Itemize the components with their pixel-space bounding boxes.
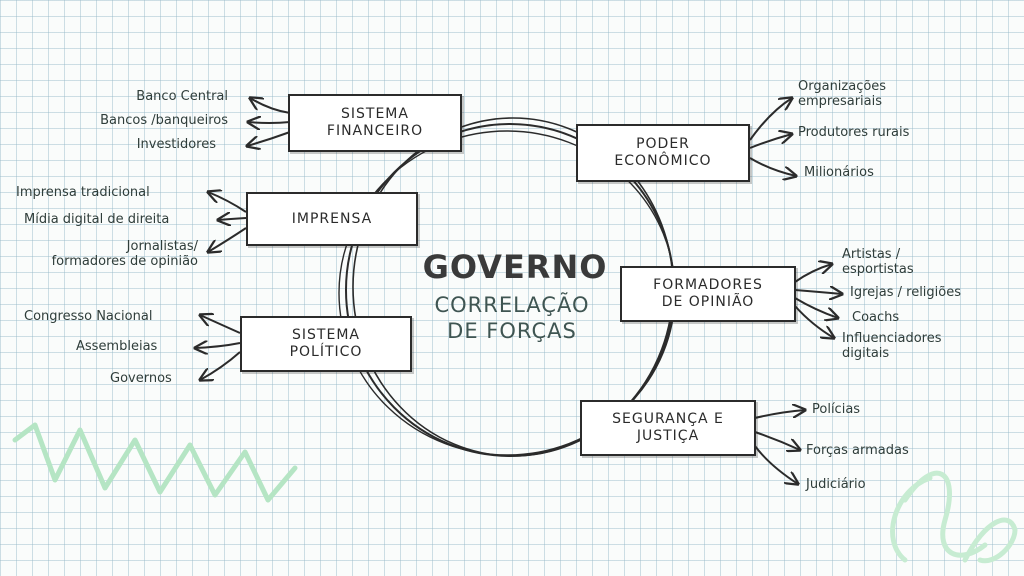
node-poder-economico: PODER ECONÔMICO [576,124,750,182]
node-formadores-opiniao: FORMADORES DE OPINIÃO [620,266,796,322]
leaf-congresso: Congresso Nacional [24,309,153,324]
decorative-signature [890,470,1018,564]
arrow-organizacoes [749,98,792,141]
leaf-forcas-armadas: Forças armadas [806,443,909,458]
leaf-assembleias: Assembleias [76,339,158,354]
leaf-influenciadores: Influenciadores digitais [842,331,942,361]
arrow-igrejas [794,290,842,294]
arrow-banco-central [250,98,291,114]
leaf-investidores: Investidores [136,137,216,152]
arrow-artistas [794,264,832,283]
arrow-milionarios [749,157,796,176]
leaf-judiciario: Judiciário [806,477,866,492]
node-sistema-politico: SISTEMA POLÍTICO [240,316,412,372]
leaf-policias: Polícias [812,402,861,417]
arrow-judiciario [754,445,798,484]
arrow-imprensa-tradicional [208,192,247,213]
node-seguranca-justica: SEGURANÇA E JUSTIÇA [580,400,756,456]
leaf-banco-central: Banco Central [136,89,228,104]
leaf-produtores-rurais: Produtores rurais [798,125,910,140]
arrow-jornalistas [208,227,247,252]
arrow-midia-digital [218,218,247,220]
governo-title: GOVERNO [422,248,608,286]
arrow-influenciadores [794,305,834,338]
leaf-artistas: Artistas / esportistas [842,247,914,277]
arrow-assembleias [195,343,241,348]
leaf-coachs: Coachs [852,310,900,325]
arrow-governos [200,351,241,380]
leaf-bancos-banqueiros: Bancos /banqueiros [100,113,228,128]
node-imprensa: IMPRENSA [246,192,418,246]
leaf-imprensa-tradicional: Imprensa tradicional [16,185,150,200]
arrow-congresso [200,315,241,334]
leaf-jornalistas: Jornalistas/ formadores de opinião [51,239,198,269]
arrow-investidores [247,131,291,146]
leaf-midia-digital: Mídia digital de direita [24,212,170,227]
decorative-zigzag [12,422,298,503]
leaf-organizacoes: Organizações empresariais [798,79,887,109]
leaf-igrejas: Igrejas / religiões [850,285,962,300]
correlacao-subtitle: CORRELAÇÃO DE FORÇAS [434,293,590,344]
leaf-governos: Governos [110,371,172,386]
arrow-bancos [248,122,291,123]
node-sistema-financeiro: SISTEMA FINANCEIRO [288,94,462,152]
arrow-produtores [749,134,792,149]
arrow-policias [754,410,805,419]
leaf-milionarios: Milionários [804,165,874,180]
arrow-coachs [794,297,838,318]
arrow-forcas-armadas [754,431,800,450]
